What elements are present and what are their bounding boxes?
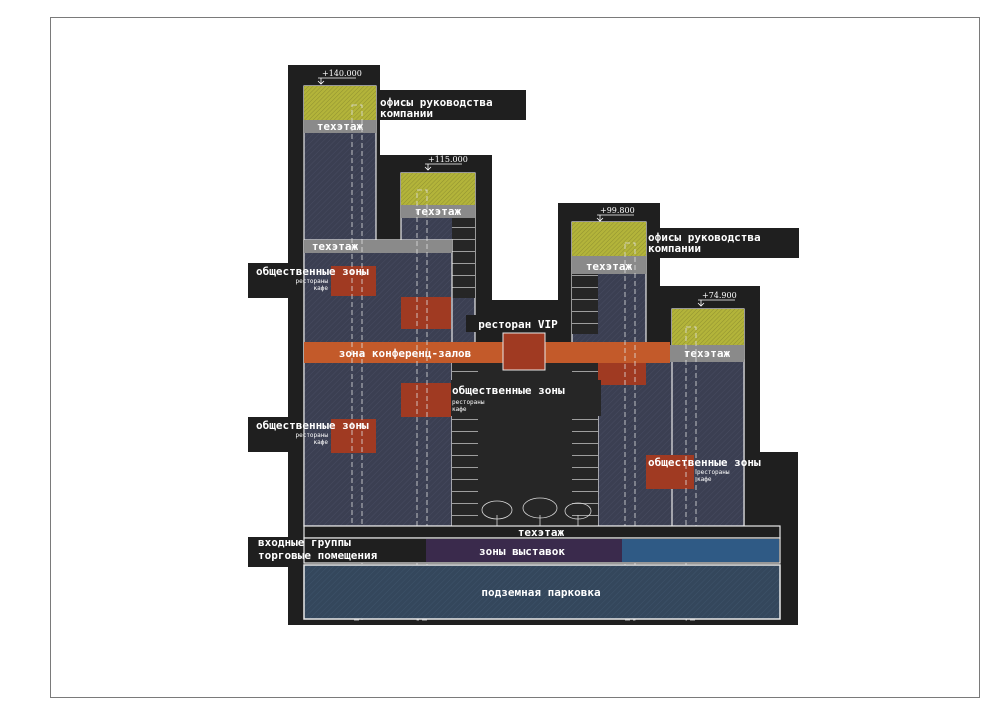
cafe-label-4: кафе [697, 476, 712, 483]
tower-1-tech-label: техэтаж [317, 120, 364, 133]
tower-1-offices-label: офисы руководства [380, 96, 493, 109]
tower-4 [671, 308, 745, 527]
blue-zone [622, 539, 779, 562]
restaurants-label-4: рестораны [697, 469, 730, 476]
conference-label: зона конференц-залов [339, 347, 471, 360]
restaurants-label-2: рестораны [452, 399, 485, 406]
tower-1-level: +140.000 [322, 69, 362, 78]
public-zone-label-1: общественные зоны [256, 265, 369, 278]
tower-2-tech-label: техэтаж [415, 205, 462, 218]
cafe-label-2: кафе [452, 406, 467, 413]
tower-4-tech-label: техэтаж [684, 347, 731, 360]
public-zone-label-3: общественные зоны [256, 419, 369, 432]
tower-3-stair [572, 274, 598, 334]
tower-1-offices [304, 86, 376, 120]
vip-restaurant-block [502, 332, 546, 371]
tower-2-offices [401, 173, 475, 205]
tower-4-offices [672, 309, 744, 345]
vip-restaurant-label: ресторан VIP [478, 318, 558, 331]
sheet-frame [50, 17, 980, 698]
tower-3-tech-floor [572, 256, 646, 274]
level-marks [317, 77, 735, 307]
tower-3-level: +99.800 [600, 206, 635, 215]
entrance-label: входные группы [258, 536, 351, 549]
public-zone-label-2-bg [451, 380, 601, 416]
vertical-cores [351, 104, 697, 621]
public-zone-label-2: общественные зоны [452, 384, 565, 397]
tower-3-offices-label-2: компании [648, 242, 701, 255]
cafe-label-1: кафе [314, 285, 329, 292]
conference-band [304, 342, 670, 363]
tower-4-level: +74.900 [702, 291, 737, 300]
tower-3-offices-label: офисы руководства [648, 231, 761, 244]
tower-2-level: +115.000 [428, 155, 468, 164]
tower-4-tech-floor [670, 345, 744, 362]
exhibitions-label: зоны выставок [479, 545, 565, 558]
underground-parking [303, 564, 781, 620]
restaurants-label-1: рестораны [295, 278, 328, 285]
tower-2-tech-floor [401, 205, 475, 218]
tower-1-tech-floor [304, 120, 376, 133]
retail-label: торговые помещения [258, 549, 377, 562]
exhibitions-zone [426, 539, 622, 562]
vip-label-bg [466, 315, 570, 332]
atrium-trees [481, 497, 592, 526]
ground-tech-label: техэтаж [518, 526, 565, 539]
parking-label: подземная парковка [481, 586, 600, 599]
cafe-label-3: кафе [314, 439, 329, 446]
restaurants-label-3: рестораны [295, 432, 328, 439]
tower-1-offices-label-2: компании [380, 107, 433, 120]
tower-3-offices [572, 222, 646, 256]
public-zone-label-4: общественные зоны [648, 456, 761, 469]
tower-2-stair [452, 218, 475, 298]
tower-3-tech-label: техэтаж [586, 260, 633, 273]
left-podium-tech-label: техэтаж [312, 240, 359, 253]
left-podium-tech-floor [304, 240, 452, 253]
